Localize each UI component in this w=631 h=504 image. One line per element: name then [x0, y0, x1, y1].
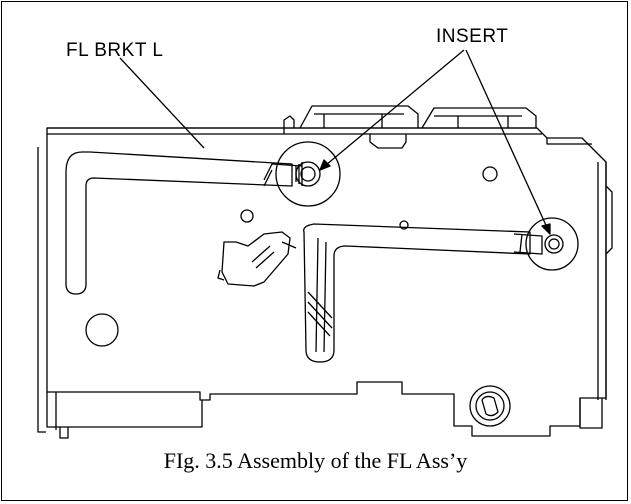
- left-slot-channel: [263, 163, 303, 187]
- hook-part: [221, 231, 291, 287]
- figure-caption: FIg. 3.5 Assembly of the FL Ass’y: [163, 448, 468, 473]
- bracket-label: FL BRKT L: [66, 40, 163, 61]
- right-lower-tab: [579, 398, 603, 429]
- top-tab-right: [421, 107, 537, 129]
- center-slot-hatch: [307, 291, 333, 337]
- top-tab-left-inner: [314, 113, 404, 128]
- bottom-skirt: [46, 392, 203, 439]
- top-tab-left: [299, 105, 419, 129]
- bottom-knob-mid: [475, 391, 505, 421]
- right-insert-bore: [548, 238, 560, 250]
- bottom-knob-inner: [481, 395, 499, 417]
- insert-leader-right: [465, 49, 551, 235]
- center-slot-inner: [315, 237, 327, 353]
- hole-large-left: [85, 313, 119, 347]
- insert-arrowhead-upper: [319, 159, 331, 171]
- hole-mid: [240, 209, 254, 223]
- left-l-slot: [65, 151, 293, 295]
- upper-insert-rings: [295, 162, 303, 186]
- upper-insert-bore: [300, 166, 316, 182]
- right-insert-ring: [525, 217, 579, 271]
- insert-leader-upper: [319, 49, 465, 171]
- bottom-knob-outer: [469, 385, 511, 427]
- bracket-leader-line: [119, 57, 205, 149]
- top-edge: [47, 127, 592, 145]
- bracket-outline: [46, 127, 607, 437]
- center-l-slot: [303, 223, 531, 363]
- top-hook-left: [283, 115, 295, 134]
- hole-upper-right: [482, 166, 498, 182]
- right-insert-arm: [513, 233, 543, 255]
- hook-part-detail: [217, 241, 297, 281]
- insert-arrowhead-right: [541, 223, 551, 235]
- bracket-inner-outline: [37, 147, 57, 433]
- insert-label: INSERT: [436, 26, 508, 47]
- right-flange: [597, 162, 613, 400]
- upper-insert-ring: [275, 141, 341, 207]
- top-tab-right-inner: [434, 115, 522, 128]
- top-tab-notch: [369, 134, 407, 149]
- hole-small-center: [399, 220, 409, 230]
- right-insert-hub: [544, 234, 564, 254]
